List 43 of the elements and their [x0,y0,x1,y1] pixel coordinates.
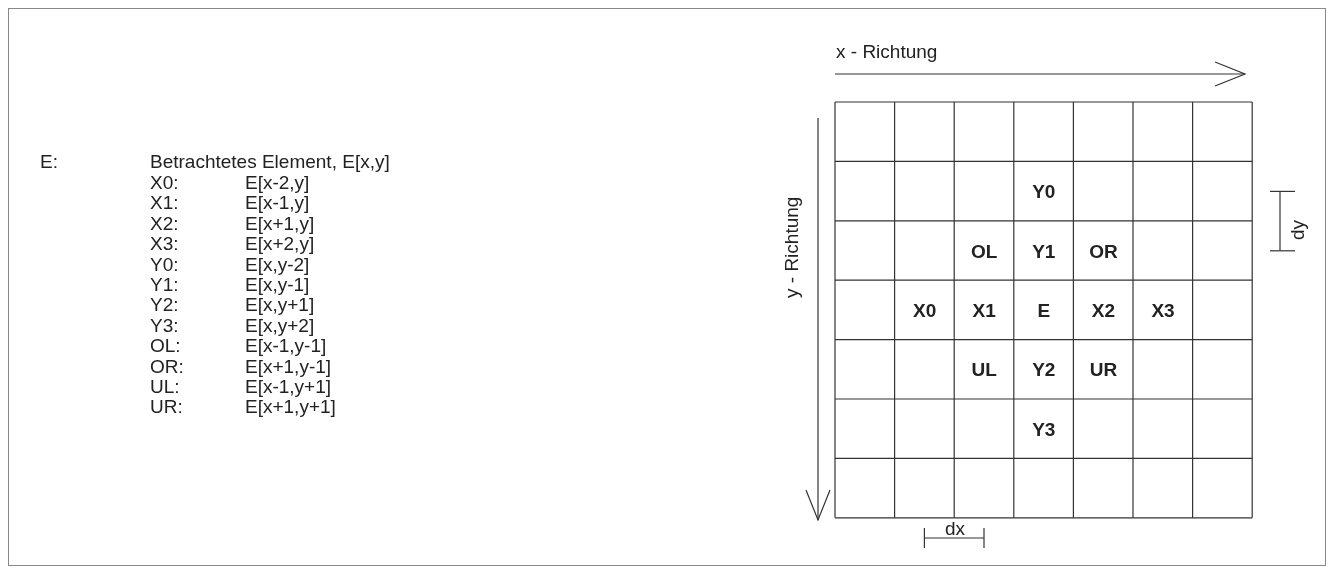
definition-text: E[x+2,y] [245,234,315,254]
definition-text: E[x-1,y] [245,193,310,213]
dimension-label: dx [945,519,966,538]
symbol-key: Y1: [150,275,179,294]
symbol-key: X1: [150,193,179,213]
definition-text: E[x,y+1] [245,295,315,315]
cell-label: X2 [1090,300,1116,320]
cell-label: UL [970,360,998,380]
definition-text: E[x-1,y-1] [245,336,327,356]
symbol-key: X2: [150,213,179,233]
definition-text: E[x,y+2] [245,315,315,335]
definition-text: Betrachtetes Element, E[x,y] [150,152,390,171]
cell-label: Y0 [1031,182,1057,202]
cell-label: Y2 [1031,360,1057,380]
symbol-key: Y3: [150,315,179,335]
symbol-key: OL: [150,336,181,356]
cell-label: E [1036,300,1052,320]
symbol-key: X0: [150,173,179,192]
axis-label: y - Richtung [782,196,801,298]
symbol-key: X3: [150,234,179,254]
dimension-label: dy [1288,219,1307,240]
definition-text: E[x+1,y] [245,213,315,233]
definition-text: E[x,y-1] [245,275,310,294]
cell-label: Y1 [1031,241,1057,261]
symbol-key: Y2: [150,295,179,315]
definition-text: E[x+1,y+1] [245,397,336,417]
axis-label: x - Richtung [836,42,938,61]
cell-label: Y3 [1031,419,1057,439]
symbol-key: E: [40,152,58,171]
symbol-key: UL: [150,377,180,396]
cell-label: X0 [911,300,938,320]
cell-label: OR [1088,241,1119,261]
symbol-key: Y0: [150,254,179,274]
cell-label: OL [970,241,999,261]
definition-text: E[x+1,y-1] [245,356,332,376]
cell-label: X3 [1150,300,1176,320]
symbol-key: OR: [150,356,184,376]
definition-text: E[x-1,y+1] [245,377,332,396]
definition-text: E[x,y-2] [245,254,310,274]
symbol-key: UR: [150,397,183,417]
definition-text: E[x-2,y] [245,173,310,192]
cell-label: X1 [971,300,997,320]
cell-label: UR [1088,360,1119,380]
